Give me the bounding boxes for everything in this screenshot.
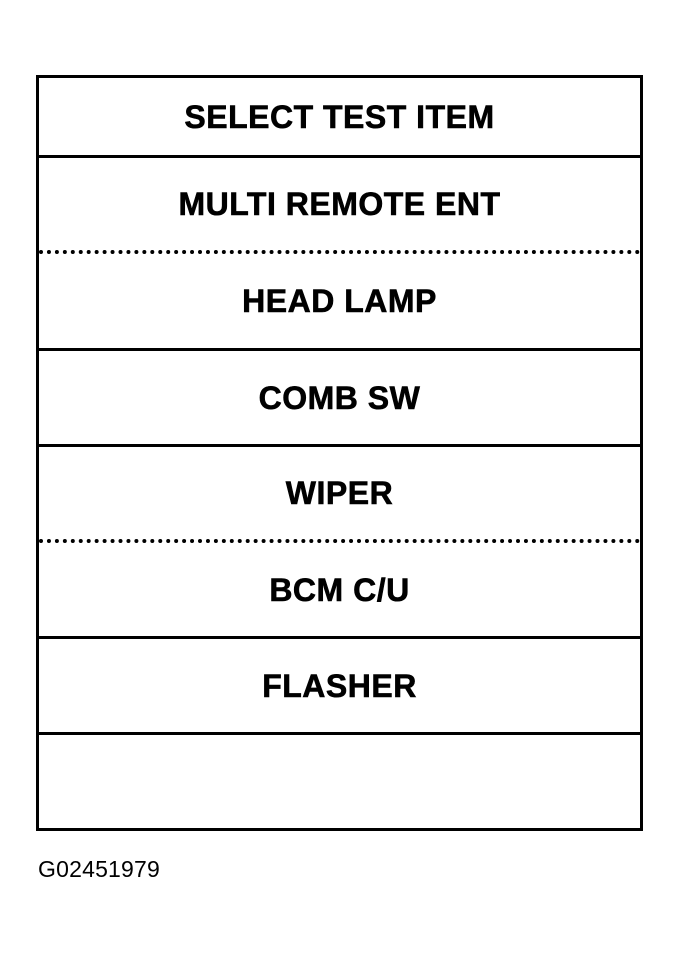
menu-title-label: SELECT TEST ITEM — [184, 98, 495, 135]
figure-caption: G02451979 — [38, 856, 161, 882]
menu-item-multi-remote-ent[interactable]: MULTI REMOTE ENT — [39, 158, 640, 254]
menu-item-head-lamp[interactable]: HEAD LAMP — [39, 254, 640, 351]
menu-item-bcm-cu[interactable]: BCM C/U — [39, 543, 640, 639]
menu-item-label: BCM C/U — [269, 571, 410, 608]
menu-item-comb-sw[interactable]: COMB SW — [39, 351, 640, 447]
menu-item-flasher[interactable]: FLASHER — [39, 639, 640, 735]
menu-title-row: SELECT TEST ITEM — [39, 78, 640, 158]
menu-item-wiper[interactable]: WIPER — [39, 447, 640, 543]
select-test-item-panel: SELECT TEST ITEM MULTI REMOTE ENT HEAD L… — [36, 75, 643, 831]
menu-item-label: HEAD LAMP — [242, 283, 437, 319]
menu-item-label: COMB SW — [258, 379, 421, 416]
menu-item-label: FLASHER — [262, 667, 417, 704]
menu-item-label: WIPER — [285, 475, 394, 511]
menu-item-label: MULTI REMOTE ENT — [178, 186, 501, 222]
menu-item-empty[interactable] — [39, 735, 640, 828]
